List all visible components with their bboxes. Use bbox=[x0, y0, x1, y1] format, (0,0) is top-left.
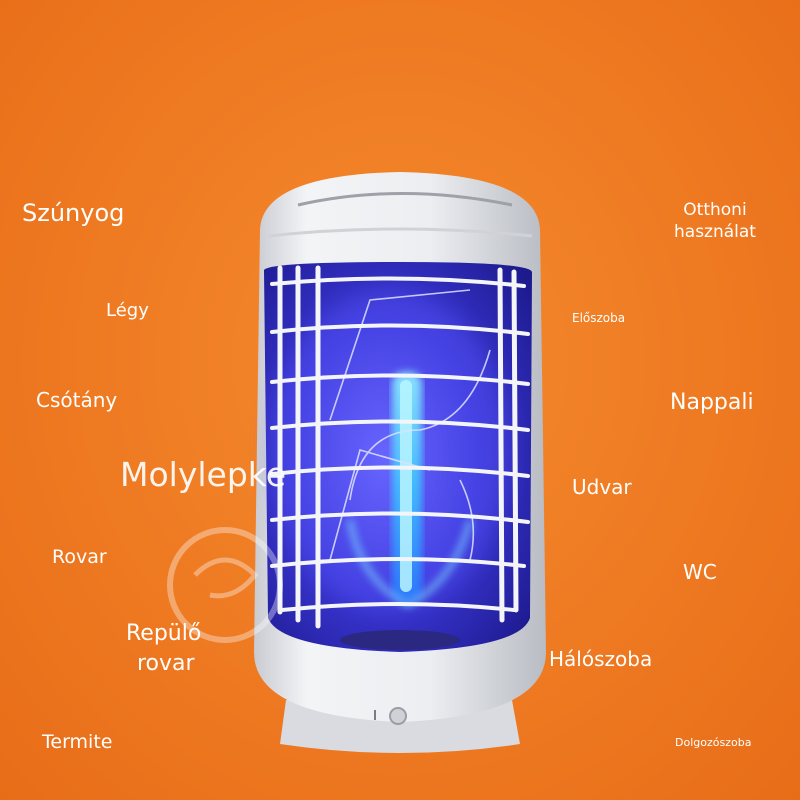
label-rovar: Rovar bbox=[52, 546, 107, 568]
label-otthoni: Otthoni bbox=[683, 200, 747, 220]
interior-wires bbox=[329, 289, 491, 561]
power-button-icon[interactable] bbox=[389, 707, 407, 725]
label-molylepke: Molylepke bbox=[120, 455, 287, 494]
label-hasznalat: használat bbox=[674, 222, 756, 242]
label-dolgozoszoba: Dolgozószoba bbox=[675, 736, 752, 749]
label-repulo-rovar: rovar bbox=[137, 651, 195, 676]
label-csotany: Csótány bbox=[36, 388, 118, 412]
watermark-logo bbox=[167, 527, 283, 643]
label-repulo: Repülő bbox=[126, 621, 202, 646]
protective-grid bbox=[270, 276, 530, 612]
label-udvar: Udvar bbox=[572, 475, 632, 499]
label-legy: Légy bbox=[106, 300, 149, 321]
label-wc: WC bbox=[683, 560, 717, 584]
label-szunyog: Szúnyog bbox=[22, 199, 125, 227]
lamp-top-cap bbox=[297, 192, 513, 207]
label-haloszoba: Hálószoba bbox=[549, 647, 653, 671]
label-eloszoba: Előszoba bbox=[572, 311, 626, 325]
label-termite: Termite bbox=[42, 731, 113, 753]
bottom-vent bbox=[340, 630, 460, 650]
label-nappali: Nappali bbox=[670, 390, 754, 415]
